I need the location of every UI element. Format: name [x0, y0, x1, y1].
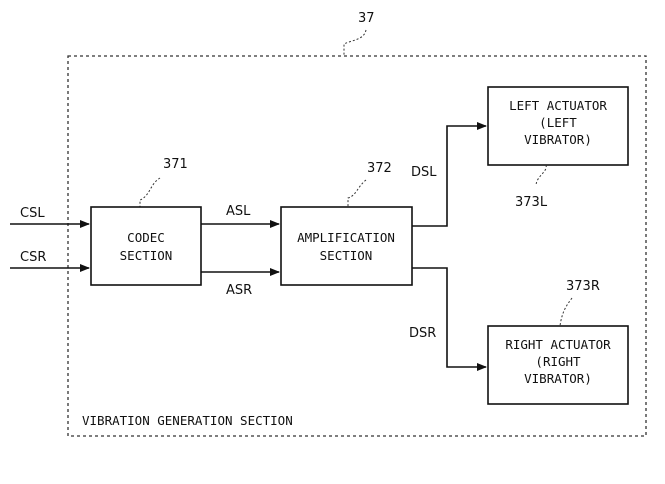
- figure-ref-leader: [343, 29, 367, 56]
- right-actuator-line2: (RIGHT: [535, 354, 581, 369]
- vibration-generation-section-boundary: [67, 55, 647, 437]
- amplification-ref-label: 372: [367, 161, 392, 176]
- right-actuator-ref-leader: [559, 297, 573, 327]
- dsr-arrow: [412, 267, 487, 371]
- vibration-generation-section-label: VIBRATION GENERATION SECTION: [82, 413, 293, 428]
- dsr-label: DSR: [409, 326, 436, 341]
- right-actuator-line1: RIGHT ACTUATOR: [505, 337, 611, 352]
- figure-ref-label: 37: [358, 11, 375, 26]
- csr-label: CSR: [20, 250, 46, 265]
- codec-ref-leader: [139, 177, 161, 207]
- right-actuator-ref-label: 373R: [566, 279, 600, 294]
- asr-label: ASR: [226, 283, 252, 298]
- left-actuator-block: [487, 86, 629, 166]
- dsl-label: DSL: [411, 165, 437, 180]
- asl-label: ASL: [226, 204, 251, 219]
- amplification-section-line1: AMPLIFICATION: [297, 230, 395, 245]
- left-actuator-line3: VIBRATOR): [524, 132, 592, 147]
- right-actuator-block: [487, 325, 629, 405]
- codec-section-block: [90, 206, 202, 286]
- right-actuator-line3: VIBRATOR): [524, 371, 592, 386]
- csl-label: CSL: [20, 206, 45, 221]
- codec-ref-label: 371: [163, 157, 188, 172]
- amplification-section-line2: SECTION: [320, 248, 373, 263]
- amplification-ref-leader: [347, 179, 367, 207]
- left-actuator-ref-leader: [535, 164, 547, 187]
- left-actuator-line2: (LEFT: [539, 115, 577, 130]
- left-actuator-ref-label: 373L: [515, 195, 548, 210]
- left-actuator-line1: LEFT ACTUATOR: [509, 98, 607, 113]
- amplification-section-block: [280, 206, 413, 286]
- codec-section-line1: CODEC: [127, 230, 165, 245]
- dsl-arrow: [412, 122, 487, 227]
- codec-section-line2: SECTION: [120, 248, 173, 263]
